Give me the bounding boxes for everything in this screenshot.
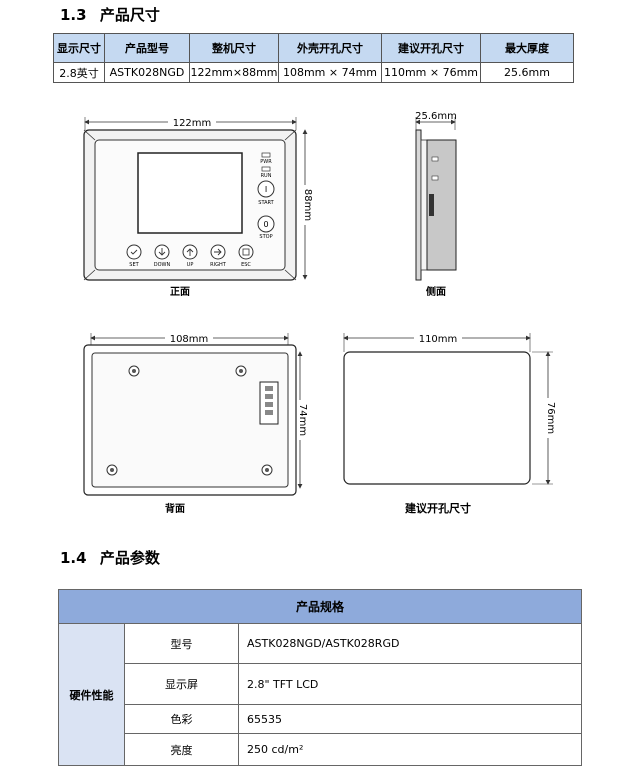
table-cell: 108mm × 74mm [278,62,382,83]
dimension-table: 显示尺寸 产品型号 整机尺寸 外壳开孔尺寸 建议开孔尺寸 最大厚度 2.8英寸 … [53,33,574,83]
spec-label: 色彩 [124,704,239,734]
header-cell: 外壳开孔尺寸 [278,33,382,63]
table-row: 显示屏 2.8" TFT LCD [59,663,582,705]
bottom-button-label: DOWN [154,262,171,268]
bottom-button-label: SET [129,262,139,268]
section-number: 1.3 [60,6,87,24]
table-cell: 110mm × 76mm [381,62,481,83]
header-cell: 显示尺寸 [53,33,105,63]
screen-area [137,152,243,234]
header-cell: 产品型号 [104,33,190,63]
spec-header-row: 产品规格 [58,589,582,624]
spec-value: 65535 [238,704,582,734]
back-view-caption: 背面 [165,502,185,515]
section-heading-parameters: 1.4 产品参数 [60,547,160,568]
bottom-button-label: ESC [241,262,251,268]
spec-label: 亮度 [124,733,239,766]
table-row: 2.8英寸 ASTK028NGD 122mm×88mm 108mm × 74mm… [53,62,574,83]
spec-value: 250 cd/m² [238,733,582,766]
side-button-label: STOP [259,234,272,240]
table-row: 亮度 250 cd/m² [59,733,582,766]
pwr-led [261,152,271,158]
spec-value: ASTK028NGD/ASTK028RGD [238,623,582,664]
back-height-label: 74mm [297,404,308,436]
front-view-caption: 正面 [170,286,190,298]
front-width-label: 122mm [173,118,212,129]
table-row: 硬件性能 型号 ASTK028NGD/ASTK028RGD [58,623,582,766]
table-cell: 122mm×88mm [189,62,279,83]
run-led [261,166,271,172]
back-width-label: 108mm [170,334,209,345]
back-view-drawing: 108mm 74mm 背面 [83,332,308,515]
spec-table: 产品规格 硬件性能 型号 ASTK028NGD/ASTK028RGD 显示屏 2… [58,589,582,766]
led-label: RUN [261,173,272,179]
spec-value: 2.8" TFT LCD [238,663,582,705]
led-label: PWR [260,159,272,165]
header-cell: 最大厚度 [480,33,574,63]
category-cell: 硬件性能 [58,623,125,766]
cutout-height-label: 76mm [545,402,556,434]
stop-button-icon [257,215,275,233]
table-cell: ASTK028NGD [104,62,190,83]
svg-text:0: 0 [263,220,268,229]
side-view-caption: 侧面 [426,285,446,298]
header-cell: 建议开孔尺寸 [381,33,481,63]
spec-label: 显示屏 [124,663,239,705]
bottom-button-label: RIGHT [210,262,227,268]
svg-text:I: I [265,185,267,194]
table-cell: 2.8英寸 [53,62,105,83]
start-button-icon [257,180,275,198]
cutout-caption: 建议开孔尺寸 [405,501,471,515]
front-height-label: 88mm [302,189,313,221]
set-button-icon [126,244,142,260]
table-header-row: 显示尺寸 产品型号 整机尺寸 外壳开孔尺寸 建议开孔尺寸 最大厚度 [53,33,574,63]
section-title: 产品尺寸 [99,6,160,24]
header-cell: 整机尺寸 [189,33,279,63]
spec-header: 产品规格 [58,589,582,624]
table-cell: 25.6mm [480,62,574,83]
esc-button-icon [238,244,254,260]
section-heading-dimensions: 1.3 产品尺寸 [60,4,160,25]
front-view-drawing: 122mm 88mm PWR RUN I START 0 STOP SET DO… [83,116,313,298]
section-title: 产品参数 [99,549,160,567]
side-thickness-label: 25.6mm [415,111,457,122]
spec-label: 型号 [124,623,239,664]
side-view-drawing: 25.6mm 侧面 [415,111,457,298]
cutout-width-label: 110mm [419,334,458,345]
side-button-label: START [258,200,274,206]
cutout-drawing: 110mm 76mm 建议开孔尺寸 [343,332,556,515]
section-number: 1.4 [60,549,87,567]
bottom-button-label: UP [187,262,194,268]
table-row: 色彩 65535 [59,704,582,734]
